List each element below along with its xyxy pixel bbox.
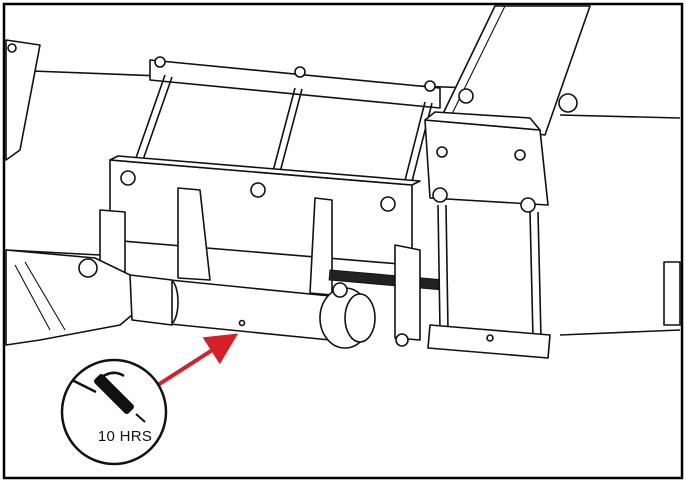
- pivot-tube: [129, 274, 331, 341]
- top-clamp-plate: [129, 56, 441, 202]
- right-edge-part: [663, 261, 681, 326]
- right-clamp-plate: [424, 88, 578, 359]
- grease-gun-icon: [71, 371, 146, 423]
- hitch-tongue: [5, 249, 151, 346]
- adjuster-rod: [328, 244, 441, 347]
- service-interval-label: 10 HRS: [97, 428, 153, 445]
- grease-fitting: [238, 319, 246, 327]
- grease-arrow: [148, 333, 239, 392]
- collar: [319, 282, 376, 349]
- left-frame-piece: [5, 39, 41, 161]
- lubrication-callout: [60, 358, 168, 466]
